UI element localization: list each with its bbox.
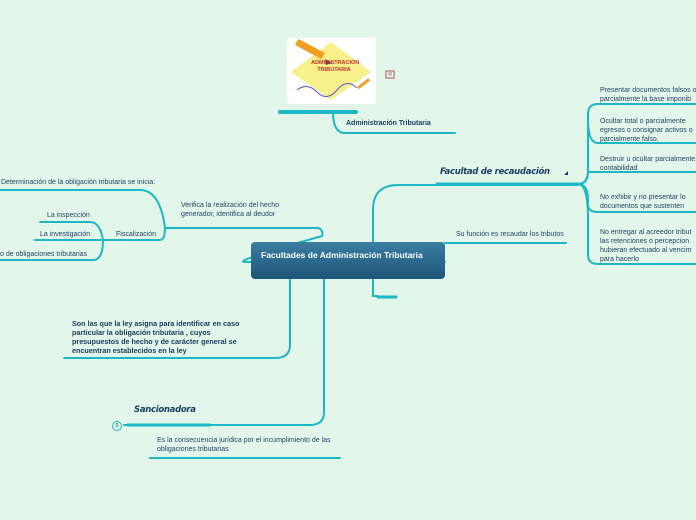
su-funcion-text[interactable]: Su función es recaudar los tributos xyxy=(456,231,564,238)
fiscalizacion-label[interactable]: Fiscalización xyxy=(116,231,157,238)
consecuencia-text[interactable]: Es la consecuencia jurídica por el incum… xyxy=(157,437,331,453)
central-topic[interactable]: Facultades de Administración Tributaria xyxy=(251,242,445,279)
collapse-toggle[interactable]: 0 xyxy=(112,421,122,431)
recaudacion-item-3[interactable]: Destruir u ocultar parcialmente contabil… xyxy=(600,156,696,172)
recaudacion-title[interactable]: Facultad de recaudación xyxy=(440,167,550,177)
inspeccion-label[interactable]: La inspección xyxy=(47,212,90,219)
recaudacion-item-2[interactable]: Ocultar total o parcialmente egresos o c… xyxy=(600,118,693,143)
administracion-label[interactable]: Administración Tributaria xyxy=(346,120,431,127)
verifica-text[interactable]: Verifica la realización del hecho genera… xyxy=(181,202,280,218)
recaudacion-item-4[interactable]: No exhibir y no presentar lo documentos … xyxy=(600,194,686,210)
note-icon[interactable] xyxy=(385,66,395,79)
recaudacion-item-1[interactable]: Presentar documentos falsos o parcialmen… xyxy=(600,87,696,103)
definicion-text[interactable]: Son las que la ley asigna para identific… xyxy=(72,319,240,355)
obligaciones-label[interactable]: o de obligaciones tributarias xyxy=(0,251,88,258)
triangle-icon[interactable] xyxy=(564,171,568,175)
pencil-illustration-icon xyxy=(291,38,371,100)
sancionadora-title[interactable]: Sancionadora xyxy=(134,405,196,415)
investigacion-label[interactable]: La investigación xyxy=(40,231,91,238)
image-caption: ADMINISTRACION TRIBUTARIA xyxy=(311,60,360,73)
recaudacion-item-5[interactable]: No entregar al acreedor tribut las reten… xyxy=(600,229,692,263)
determinacion-text[interactable]: Determinación de la obligación tributari… xyxy=(1,179,156,186)
image-node[interactable]: ADMINISTRACION TRIBUTARIA xyxy=(287,38,376,104)
